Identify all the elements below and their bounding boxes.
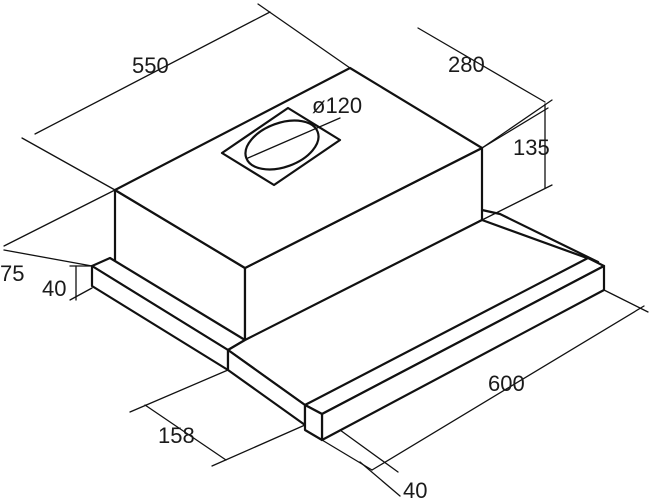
bottom-tray [90, 208, 600, 427]
label-front-lip: 40 [403, 478, 427, 503]
dim-280-line [417, 27, 546, 103]
dim-135-ext-bottom [481, 184, 553, 221]
dim-158-ext-left [129, 369, 229, 413]
dim-75-ext [3, 249, 93, 267]
dim-40a-tick-bottom [69, 287, 93, 301]
label-tray-width: 600 [488, 371, 525, 396]
dimension-lines [3, 3, 649, 497]
dim-135-ext-top [481, 99, 553, 149]
duct-axis-line [247, 117, 341, 159]
dim-600-ext [603, 289, 649, 313]
dim-550-ext-left [21, 137, 116, 191]
label-tray-height: 40 [42, 276, 66, 301]
dim-158-line [144, 404, 227, 461]
dimension-labels: 550 280 ø120 135 75 40 158 600 40 [0, 52, 550, 503]
label-duct-diameter: ø120 [312, 93, 362, 118]
label-side-offset: 158 [158, 423, 195, 448]
dim-600-line [371, 305, 645, 471]
duct-circle [244, 119, 320, 171]
duct-outlet [220, 106, 342, 187]
dim-550-ext-right [257, 3, 351, 69]
label-front-depth: 75 [0, 261, 24, 286]
dim-158-ext-right [211, 424, 306, 467]
dim-550-line [34, 11, 271, 135]
label-width: 550 [132, 53, 169, 78]
dim-280-ext [481, 107, 549, 149]
label-depth: 280 [448, 52, 485, 77]
dim-40b-ext-right [339, 429, 399, 473]
tray-back-edge [480, 208, 600, 264]
dim-75-line [3, 189, 116, 247]
dim-40b-line [359, 461, 401, 497]
label-chimney-height: 135 [513, 135, 550, 160]
